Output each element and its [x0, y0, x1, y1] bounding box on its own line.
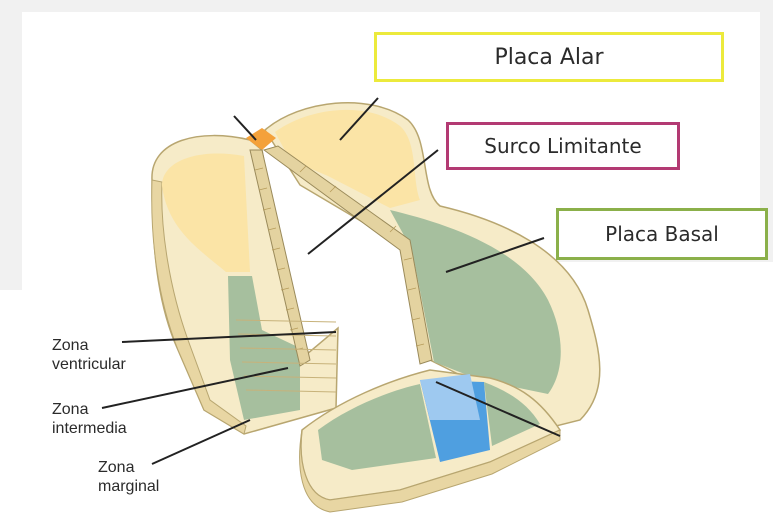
placa-alar-label: Placa Alar: [374, 32, 724, 82]
placa-basal-label: Placa Basal: [556, 208, 768, 260]
zona-ventricular-line2: ventricular: [52, 355, 126, 374]
zona-marginal-line2: marginal: [98, 477, 159, 496]
zona-marginal-label: Zona marginal: [98, 458, 159, 496]
zona-marginal-line1: Zona: [98, 458, 159, 477]
surco-limitante-label: Surco Limitante: [446, 122, 680, 170]
zona-ventricular-label: Zona ventricular: [52, 336, 126, 374]
zona-intermedia-label: Zona intermedia: [52, 400, 127, 438]
zona-intermedia-line1: Zona: [52, 400, 127, 419]
leader-roof: [234, 116, 256, 140]
zona-intermedia-line2: intermedia: [52, 419, 127, 438]
leader-marginal: [152, 420, 250, 464]
zona-ventricular-line1: Zona: [52, 336, 126, 355]
